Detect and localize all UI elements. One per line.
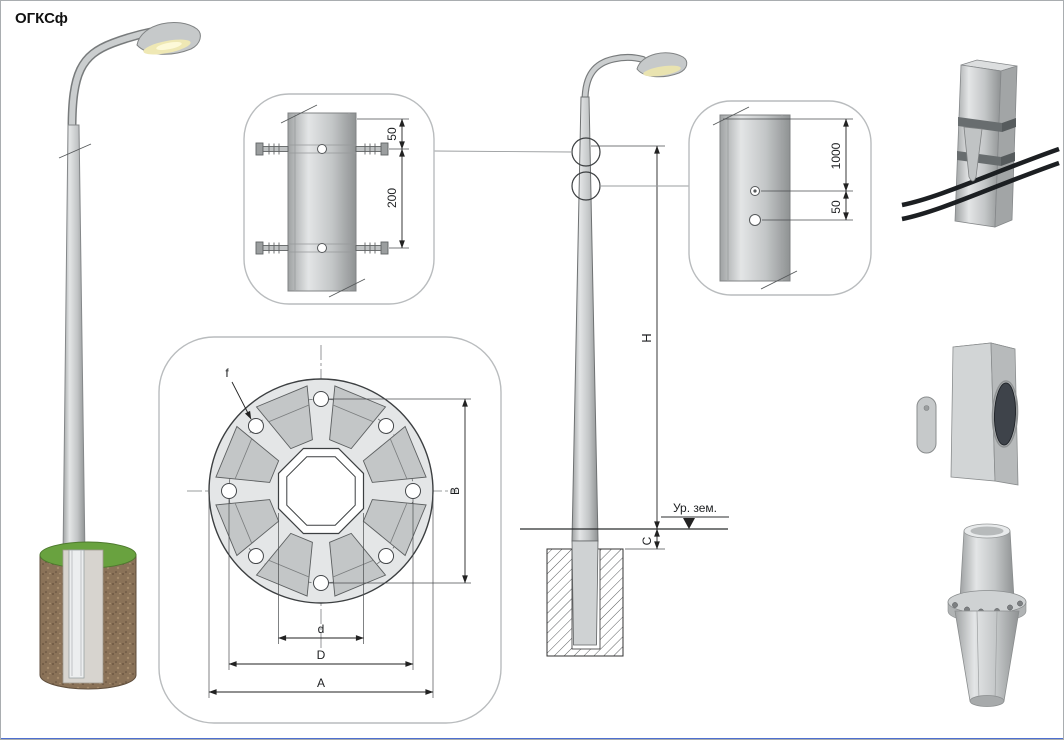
elevation-view: Ур. зем. H C: [433, 52, 729, 657]
earthing-hole-center: [753, 189, 757, 193]
break-line-top: [280, 104, 318, 124]
pole-3d-render: [39, 22, 201, 690]
suspension-wedge-clamp: [963, 126, 983, 182]
lamp-glow: [156, 41, 182, 51]
dimension-H: H: [591, 145, 665, 530]
dim-A-label: A: [317, 676, 325, 690]
dim-d-label: d: [318, 622, 325, 636]
dim-B-label: B: [448, 487, 462, 495]
anchor-tube: [959, 530, 1015, 600]
break-line-bottom: [760, 270, 798, 290]
dimension-B: B: [329, 398, 471, 584]
bottom-accent-bar: [1, 738, 1063, 739]
hole-detail-callout: 1000 50: [688, 100, 872, 296]
ground-level-marker-icon: [683, 518, 695, 529]
anchor-base-render: [947, 523, 1027, 707]
flange-detail-callout: f d D A B: [158, 336, 502, 724]
center-octagon-outer: [277, 447, 365, 535]
cable-line: [901, 146, 1060, 208]
break-line-top: [712, 106, 750, 126]
band-bolt-hole: [317, 243, 327, 253]
dim-f-label: f: [225, 366, 229, 380]
dim-H-label: H: [639, 333, 654, 342]
dim-C-label: C: [640, 536, 654, 545]
anchor-skirt-bottom: [969, 695, 1005, 707]
pole-section-strip: [287, 112, 357, 292]
access-door-render: [916, 342, 1019, 486]
break-line-bottom: [328, 278, 366, 298]
dimension-D: D: [228, 499, 414, 670]
clamp-band-side: [1002, 118, 1016, 132]
callout-leader-left: [433, 150, 573, 153]
dimension-f: f: [225, 366, 252, 420]
clamp-band-side: [1001, 152, 1015, 166]
dim-50-offset-label: 50: [829, 200, 843, 214]
elevation-lamp-lens: [643, 65, 681, 77]
pole-break-mark: [58, 143, 92, 159]
dimension-50-top: 50: [357, 118, 409, 150]
dimension-200: 200: [385, 148, 409, 249]
cable-hole: [749, 214, 761, 226]
embedded-pole: [68, 549, 85, 679]
dimension-50-offset: 50: [762, 190, 853, 221]
clamp-band: [958, 117, 1002, 132]
embedded-pole-section: [571, 540, 599, 646]
band-bolt-hole: [317, 144, 327, 154]
skirt-facet-line: [994, 610, 998, 702]
pole-front-face: [950, 342, 996, 482]
door-cover-plate: [916, 396, 937, 454]
skirt-facet-line: [976, 610, 980, 702]
cable-line: [901, 160, 1060, 222]
door-opening: [993, 382, 1017, 446]
pole-section-strip: [719, 114, 791, 282]
clamp-detail-callout: 50 200: [243, 93, 435, 305]
lamp-arm: [69, 29, 154, 132]
dim-1000-label: 1000: [829, 142, 843, 169]
dim-50-label: 50: [385, 127, 399, 141]
drawing-title: ОГКСф: [15, 10, 68, 27]
center-octagon-inner: [286, 456, 356, 526]
door-opening-rim: [991, 380, 1019, 448]
dimension-1000: 1000: [723, 118, 853, 192]
dim-200-label: 200: [385, 188, 399, 208]
cable-clamp-render: [901, 59, 1060, 228]
anchor-tube-bore: [970, 526, 1004, 536]
ground-level-label: Ур. зем.: [673, 501, 717, 515]
dim-D-label: D: [317, 648, 326, 662]
dimension-C: C: [625, 528, 665, 550]
foundation-section: [546, 540, 624, 657]
cover-plate-hole: [923, 405, 930, 411]
dimension-A: A: [208, 494, 434, 698]
dimension-d: d: [278, 513, 364, 644]
dim-f-leader: [231, 381, 252, 420]
elevation-lamp-arm: [582, 55, 646, 104]
